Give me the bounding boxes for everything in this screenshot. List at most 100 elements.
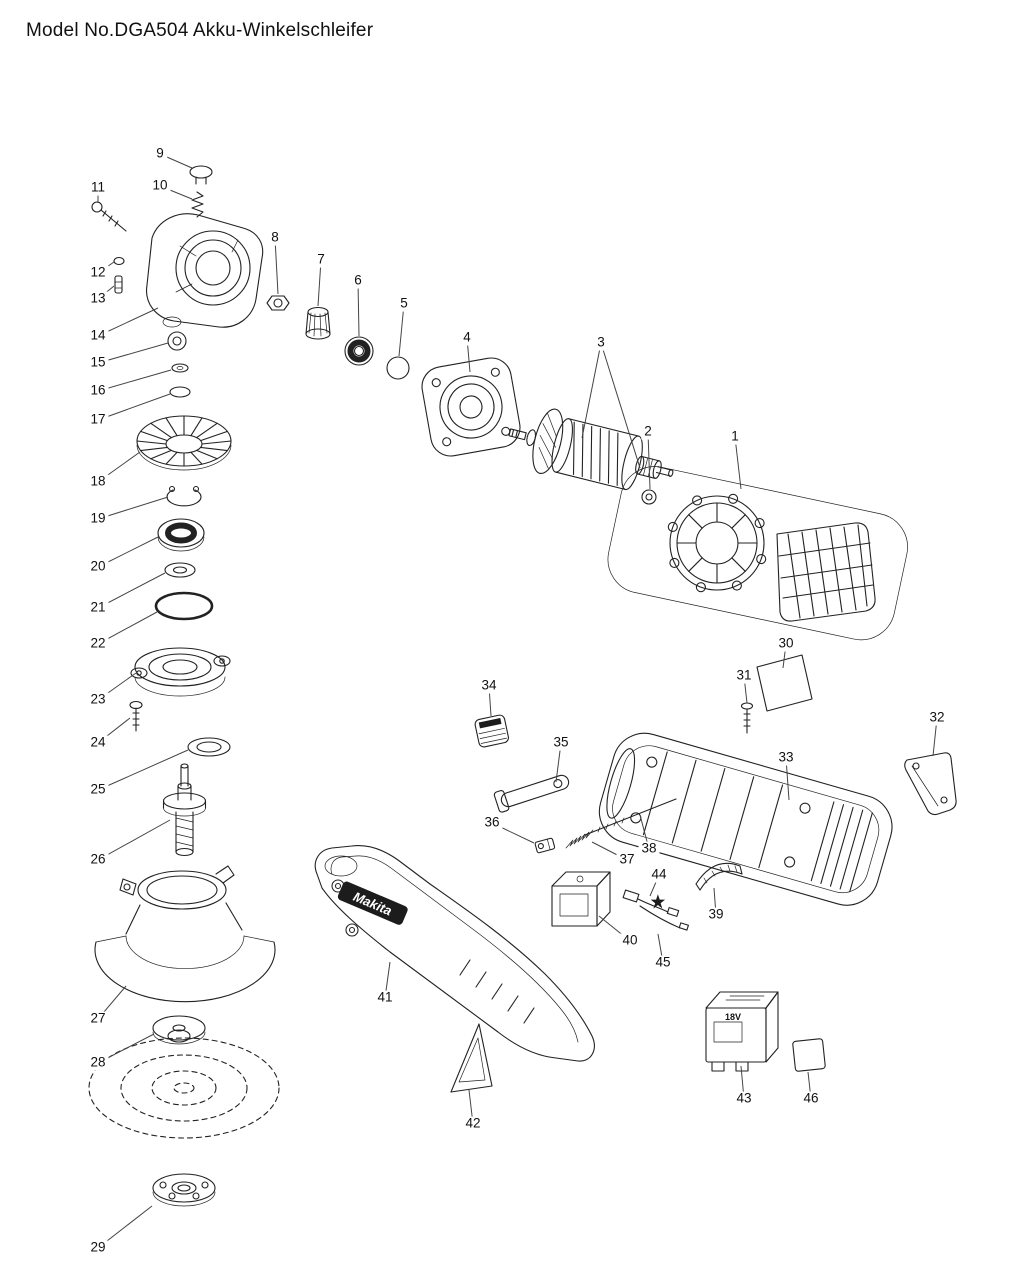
leader-line-3 — [581, 342, 602, 439]
ring-art-17 — [169, 386, 191, 398]
oring-art-12 — [113, 256, 125, 266]
part-number-42: 42 — [462, 1116, 484, 1132]
part-number-10: 10 — [149, 178, 171, 194]
shaft-lock-button-art — [189, 165, 213, 185]
pinion-gear-art-7 — [305, 306, 331, 340]
circlip-art-19 — [166, 485, 202, 507]
oring-art-5 — [386, 356, 410, 380]
bracket-art-32 — [904, 752, 957, 816]
part-number-46: 46 — [800, 1091, 822, 1107]
part-number-19: 19 — [87, 511, 109, 527]
leader-line-5 — [398, 303, 405, 357]
part-number-28: 28 — [87, 1055, 109, 1071]
part-number-41: 41 — [374, 990, 396, 1006]
leader-line-16 — [97, 369, 172, 392]
oring-art-22 — [154, 591, 214, 621]
washer-art-21 — [164, 562, 196, 578]
part-number-40: 40 — [619, 933, 641, 949]
leader-line-2 — [647, 431, 651, 490]
bevel-gear-art-18 — [136, 415, 232, 471]
lock-nut-art-29 — [152, 1173, 216, 1207]
part-number-25: 25 — [87, 782, 109, 798]
part-number-26: 26 — [87, 852, 109, 868]
leader-line-25 — [97, 749, 189, 791]
leader-line-17 — [97, 393, 171, 421]
part-number-3: 3 — [594, 335, 608, 351]
leader-line-26 — [97, 819, 171, 861]
switch-rod-art-38 — [584, 798, 677, 836]
small-link-art-36 — [534, 837, 556, 854]
part-number-5: 5 — [397, 296, 411, 312]
part-number-38: 38 — [638, 841, 660, 857]
part-number-2: 2 — [641, 424, 655, 440]
part-number-22: 22 — [87, 636, 109, 652]
spindle-art-26 — [162, 763, 207, 857]
part-number-36: 36 — [481, 815, 503, 831]
part-number-9: 9 — [153, 146, 167, 162]
screw-art-24 — [129, 700, 143, 732]
leader-line-8 — [274, 237, 279, 295]
switch-knob-art-34 — [474, 714, 509, 748]
part-number-31: 31 — [733, 668, 755, 684]
leader-line-21 — [97, 572, 166, 609]
washer-art-16 — [171, 363, 189, 373]
baffle-art-39 — [695, 862, 743, 891]
sticker-art-30 — [756, 654, 813, 712]
part-number-8: 8 — [268, 230, 282, 246]
terminal-block-art-43: 18V — [650, 894, 779, 1072]
part-number-16: 16 — [87, 383, 109, 399]
washer-art-2 — [641, 489, 657, 505]
screw-art-11 — [91, 201, 127, 232]
gear-housing-art — [146, 213, 264, 328]
part-number-18: 18 — [87, 474, 109, 490]
part-number-45: 45 — [652, 955, 674, 971]
part-number-44: 44 — [648, 867, 670, 883]
part-number-43: 43 — [733, 1091, 755, 1107]
leader-line-3 — [600, 342, 641, 469]
inner-flange-art-28 — [152, 1015, 206, 1045]
part-number-21: 21 — [87, 600, 109, 616]
part-number-20: 20 — [87, 559, 109, 575]
page-title: Model No.DGA504 Akku-Winkelschleifer — [26, 20, 374, 41]
leader-line-6 — [357, 280, 360, 337]
spring-art-10 — [191, 191, 204, 218]
spring-art-37 — [565, 829, 594, 849]
bearing-art-15 — [167, 331, 187, 351]
part-number-17: 17 — [87, 412, 109, 428]
bearing-art-6 — [344, 336, 374, 366]
pin-art-13 — [114, 275, 123, 294]
bearing-box-art-23 — [130, 647, 231, 697]
part-number-27: 27 — [87, 1011, 109, 1027]
part-number-1: 1 — [728, 429, 742, 445]
part-number-35: 35 — [550, 735, 572, 751]
switch-block-art-40 — [551, 871, 611, 927]
part-number-37: 37 — [616, 852, 638, 868]
part-number-34: 34 — [478, 678, 500, 694]
label-art-46 — [792, 1038, 826, 1072]
hex-nut-art-8 — [266, 295, 290, 311]
bearing-art-20 — [157, 518, 205, 552]
switch-lever-art-35 — [493, 774, 570, 813]
part-number-39: 39 — [705, 907, 727, 923]
part-number-30: 30 — [775, 636, 797, 652]
leader-line-7 — [317, 259, 322, 307]
part-number-23: 23 — [87, 692, 109, 708]
part-number-29: 29 — [87, 1240, 109, 1256]
part-number-6: 6 — [351, 273, 365, 289]
wheel-guard-art-27 — [94, 865, 276, 1003]
part-number-14: 14 — [87, 328, 109, 344]
part-number-4: 4 — [460, 330, 474, 346]
leader-line-15 — [97, 342, 169, 364]
part-number-15: 15 — [87, 355, 109, 371]
part-number-24: 24 — [87, 735, 109, 751]
part-number-13: 13 — [87, 291, 109, 307]
part-number-12: 12 — [87, 265, 109, 281]
motor-housing-art-33 — [598, 732, 893, 906]
part-number-11: 11 — [87, 180, 109, 196]
grinding-wheel-phantom — [88, 1037, 280, 1139]
triangle-bracket-art-42 — [450, 1023, 493, 1093]
wire-assembly-art-44-45 — [622, 889, 689, 931]
part-number-33: 33 — [775, 750, 797, 766]
stator-assembly-art-1 — [607, 466, 908, 641]
